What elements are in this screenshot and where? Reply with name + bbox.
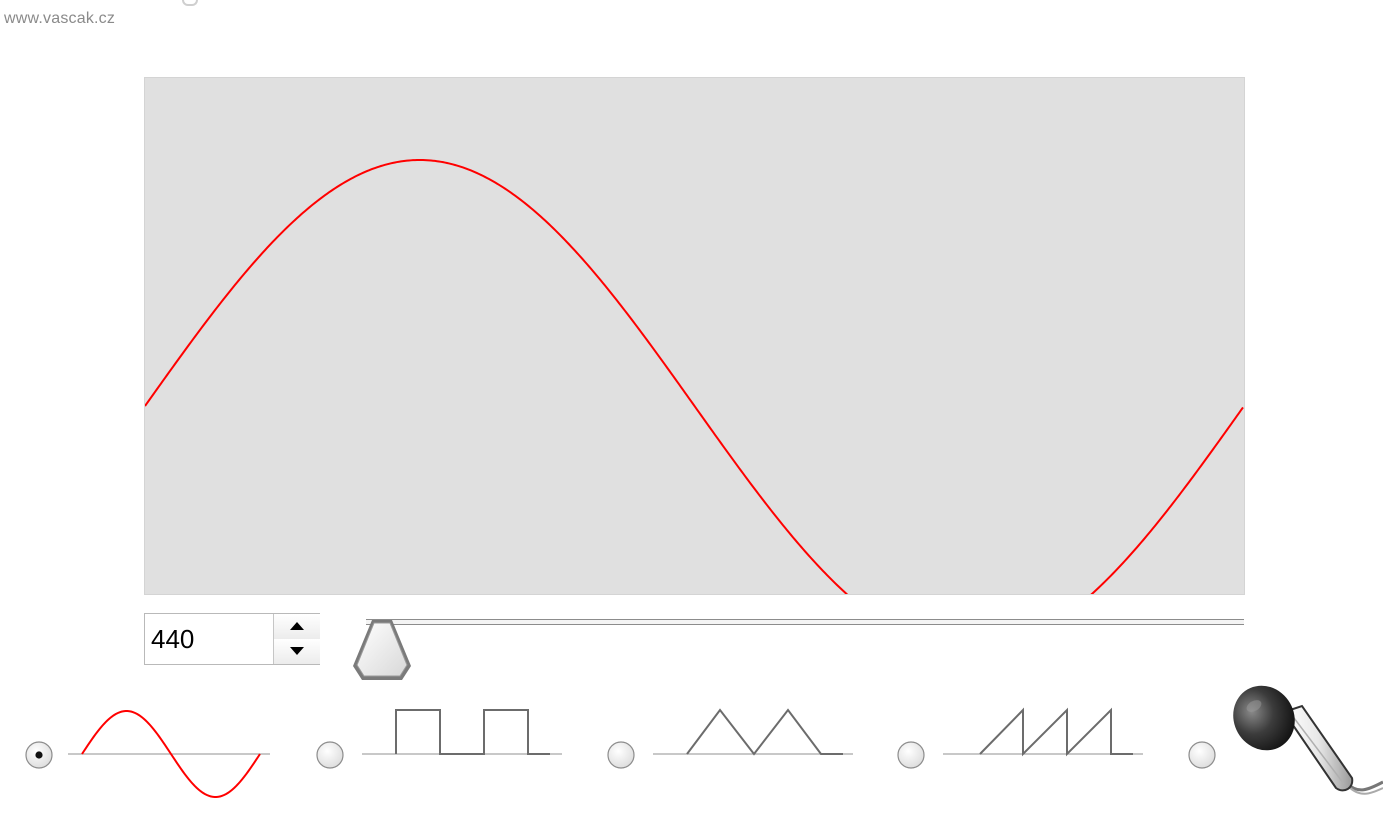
slider-thumb[interactable] <box>350 618 414 686</box>
arrow-up-icon <box>290 622 304 630</box>
frequency-up-button[interactable] <box>274 614 320 640</box>
radio-square[interactable] <box>315 740 345 770</box>
arrow-down-icon <box>290 647 304 655</box>
square-wave-icon <box>362 709 562 755</box>
site-url-label: www.vascak.cz <box>4 10 116 27</box>
radio-microphone[interactable] <box>1187 740 1217 770</box>
radio-selected-dot <box>35 751 43 759</box>
frequency-spinbox <box>144 613 320 665</box>
frequency-slider[interactable] <box>350 612 1250 687</box>
frequency-input[interactable] <box>145 614 273 664</box>
microphone-icon <box>1233 685 1383 795</box>
oscilloscope-screen <box>144 77 1245 595</box>
sine-wave-icon <box>68 710 270 798</box>
radio-sine[interactable] <box>24 740 54 770</box>
radio-triangle[interactable] <box>606 740 636 770</box>
slider-track[interactable] <box>366 619 1244 625</box>
radio-sawtooth[interactable] <box>896 740 926 770</box>
triangle-wave-icon <box>653 708 853 756</box>
logo-fragment <box>182 0 198 6</box>
frequency-stepper <box>273 614 320 664</box>
oscilloscope-trace-canvas <box>145 158 1244 594</box>
waveform-trace <box>145 158 1244 594</box>
sawtooth-wave-icon <box>943 707 1143 757</box>
frequency-down-button[interactable] <box>274 639 320 664</box>
